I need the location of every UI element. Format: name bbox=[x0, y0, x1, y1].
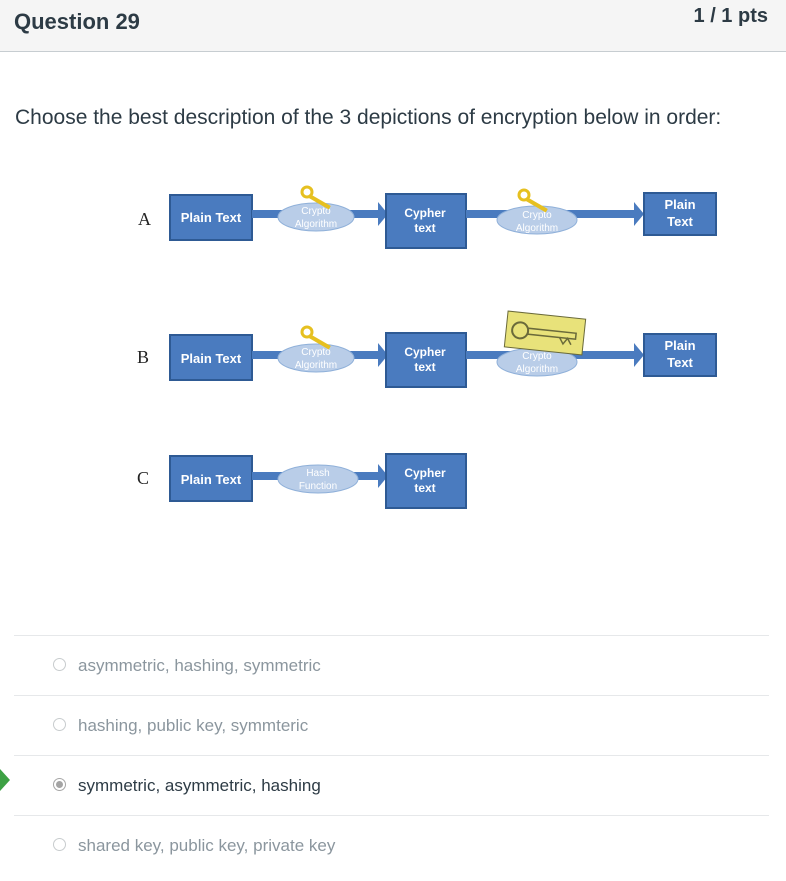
svg-text:Crypto: Crypto bbox=[301, 206, 331, 217]
svg-text:Crypto: Crypto bbox=[522, 351, 552, 362]
answer-label: asymmetric, hashing, symmetric bbox=[78, 656, 321, 675]
question-points: 1 / 1 pts bbox=[693, 5, 768, 27]
large-key-icon bbox=[503, 310, 587, 356]
radio-button[interactable] bbox=[53, 658, 66, 671]
crypto-algorithm-ellipse bbox=[277, 202, 355, 232]
answer-label: hashing, public key, symmteric bbox=[78, 716, 309, 735]
svg-text:text: text bbox=[414, 360, 435, 374]
radio-button-selected[interactable] bbox=[53, 778, 66, 791]
row-c: Plain Text Hash Function Cypher text bbox=[169, 453, 467, 509]
svg-text:Text: Text bbox=[667, 355, 693, 370]
question-title: Question 29 bbox=[14, 9, 140, 34]
cypher-text-box bbox=[385, 193, 467, 249]
svg-text:Cypher: Cypher bbox=[404, 206, 446, 220]
answer-option[interactable]: shared key, public key, private key bbox=[14, 815, 769, 875]
answer-list: asymmetric, hashing, symmetric hashing, … bbox=[14, 635, 769, 875]
crypto-algorithm-ellipse bbox=[277, 343, 355, 373]
answer-option[interactable]: asymmetric, hashing, symmetric bbox=[14, 635, 769, 695]
plain-text-result-box bbox=[643, 333, 717, 377]
svg-text:text: text bbox=[414, 481, 435, 495]
svg-text:Text: Text bbox=[667, 214, 693, 229]
gold-key-icon bbox=[300, 185, 331, 210]
row-b: Plain Text Crypto Algorithm Cypher text … bbox=[169, 310, 717, 388]
svg-text:Cypher: Cypher bbox=[404, 345, 446, 359]
svg-text:Hash: Hash bbox=[306, 468, 329, 479]
radio-button[interactable] bbox=[53, 838, 66, 851]
cypher-text-box bbox=[385, 332, 467, 388]
svg-text:Algorithm: Algorithm bbox=[516, 364, 558, 375]
row-a: Plain Text Crypto Algorithm Cypher text … bbox=[169, 185, 717, 249]
gold-key-icon bbox=[517, 188, 548, 213]
svg-text:Algorithm: Algorithm bbox=[295, 219, 337, 230]
svg-text:text: text bbox=[414, 221, 435, 235]
answer-label: shared key, public key, private key bbox=[78, 836, 336, 855]
answer-option[interactable]: symmetric, asymmetric, hashing bbox=[14, 755, 769, 815]
gold-key-icon bbox=[300, 325, 331, 350]
svg-text:Crypto: Crypto bbox=[522, 210, 552, 221]
svg-text:Plain: Plain bbox=[664, 338, 695, 353]
plain-text-result-box bbox=[643, 192, 717, 236]
svg-text:Plain: Plain bbox=[664, 197, 695, 212]
row-letter-b: B bbox=[137, 347, 150, 367]
svg-text:Algorithm: Algorithm bbox=[516, 223, 558, 234]
svg-text:Algorithm: Algorithm bbox=[295, 360, 337, 371]
svg-text:Plain Text: Plain Text bbox=[181, 351, 242, 366]
radio-button[interactable] bbox=[53, 718, 66, 731]
plain-text-box bbox=[169, 455, 253, 502]
encryption-diagram: Plain Text Crypto Algorithm Cypher text … bbox=[169, 185, 717, 509]
answer-label: symmetric, asymmetric, hashing bbox=[78, 776, 321, 795]
plain-text-label: Plain Text bbox=[181, 210, 242, 225]
row-letter-a: A bbox=[138, 209, 151, 229]
question-header: Question 29 1 / 1 pts bbox=[0, 0, 786, 52]
answer-option[interactable]: hashing, public key, symmteric bbox=[14, 695, 769, 755]
svg-text:Crypto: Crypto bbox=[301, 347, 331, 358]
hash-function-ellipse bbox=[277, 464, 359, 494]
svg-text:Cypher: Cypher bbox=[404, 466, 446, 480]
svg-text:Plain Text: Plain Text bbox=[181, 472, 242, 487]
cypher-text-box bbox=[385, 453, 467, 509]
row-letter-c: C bbox=[137, 468, 150, 488]
question-prompt: Choose the best description of the 3 dep… bbox=[15, 106, 722, 129]
svg-text:Function: Function bbox=[299, 481, 337, 492]
correct-answer-marker bbox=[0, 769, 10, 791]
